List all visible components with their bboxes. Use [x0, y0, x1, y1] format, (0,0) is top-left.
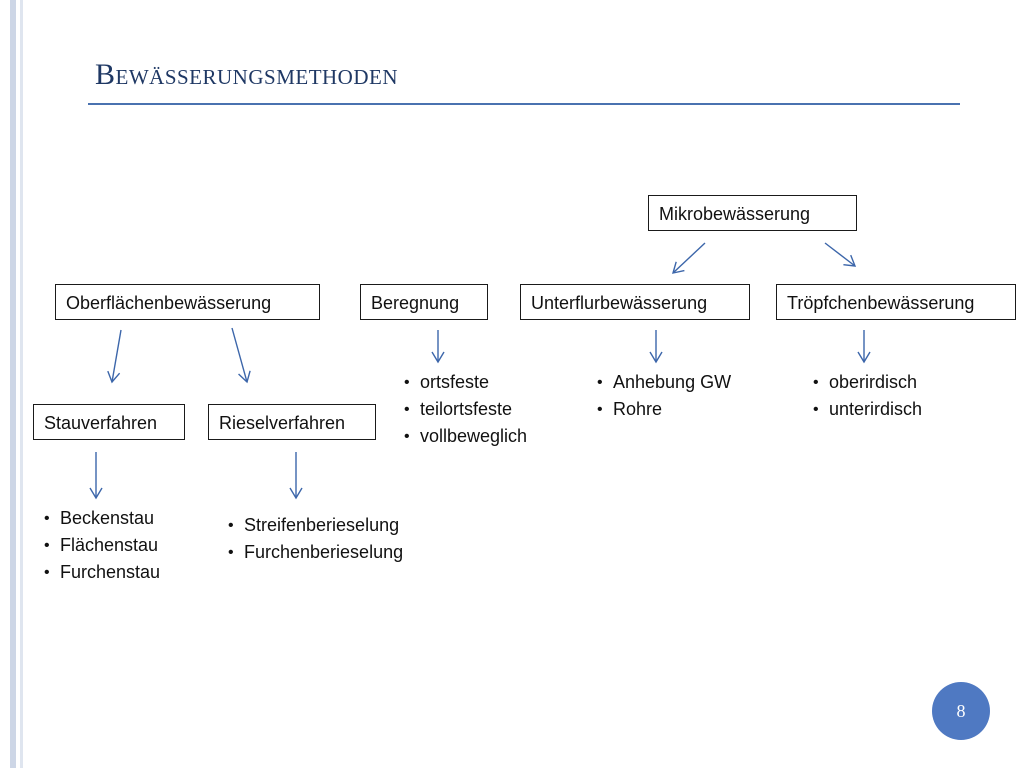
- list-item: Streifenberieselung: [226, 512, 403, 539]
- arrow-mikro-to-troepfchen: [824, 242, 857, 267]
- list-troepfchen: oberirdisch unterirdisch: [811, 369, 922, 423]
- list-rieselverfahren: Streifenberieselung Furchenberieselung: [226, 512, 403, 566]
- list-unterflur: Anhebung GW Rohre: [595, 369, 731, 423]
- list-item: oberirdisch: [811, 369, 922, 396]
- left-decor-bar-thin: [20, 0, 23, 768]
- list-item: Beckenstau: [42, 505, 160, 532]
- node-mikrobewaesserung: Mikrobewässerung: [648, 195, 857, 231]
- list-item: vollbeweglich: [402, 423, 527, 450]
- arrow-mikro-to-unterflur: [672, 242, 706, 274]
- node-oberflaechenbewaesserung: Oberflächenbewässerung: [55, 284, 320, 320]
- page-number-badge: 8: [932, 682, 990, 740]
- arrow-oberflaeche-to-stau: [107, 329, 122, 384]
- arrow-oberflaeche-to-riesel: [231, 327, 251, 384]
- list-item: unterirdisch: [811, 396, 922, 423]
- list-item: Furchenberieselung: [226, 539, 403, 566]
- list-item: Rohre: [595, 396, 731, 423]
- list-item: Furchenstau: [42, 559, 160, 586]
- slide-title: Bewässerungsmethoden: [95, 58, 399, 91]
- title-underline: [88, 103, 960, 105]
- list-item: Anhebung GW: [595, 369, 731, 396]
- list-item: teilortsfeste: [402, 396, 527, 423]
- list-item: ortsfeste: [402, 369, 527, 396]
- list-item: Flächenstau: [42, 532, 160, 559]
- node-troepfchenbewaesserung: Tröpfchenbewässerung: [776, 284, 1016, 320]
- left-decor-bar: [10, 0, 16, 768]
- list-stauverfahren: Beckenstau Flächenstau Furchenstau: [42, 505, 160, 586]
- list-beregnung: ortsfeste teilortsfeste vollbeweglich: [402, 369, 527, 450]
- node-stauverfahren: Stauverfahren: [33, 404, 185, 440]
- node-unterflurbewaesserung: Unterflurbewässerung: [520, 284, 750, 320]
- node-beregnung: Beregnung: [360, 284, 488, 320]
- node-rieselverfahren: Rieselverfahren: [208, 404, 376, 440]
